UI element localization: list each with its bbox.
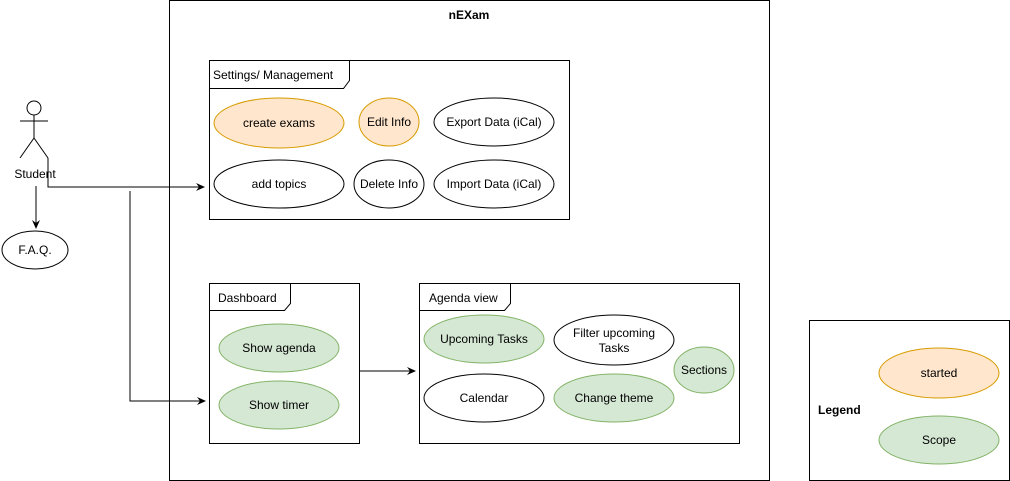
- export-data-usecase[interactable]: [433, 97, 555, 147]
- actor-icon[interactable]: [19, 100, 49, 159]
- change-theme-usecase[interactable]: [553, 373, 675, 423]
- import-data-usecase[interactable]: [433, 159, 555, 209]
- system-title: nEXam: [448, 7, 490, 22]
- show-timer-usecase[interactable]: [218, 380, 340, 430]
- actor-to-settings-arrow: [47, 158, 205, 191]
- settings-title: Settings/ Management: [213, 68, 334, 82]
- legend-title: Legend: [818, 403, 861, 417]
- faq-usecase[interactable]: [1, 230, 69, 270]
- legend-scope-label: Scope: [921, 432, 957, 447]
- create-exams-label: create exams: [242, 115, 316, 130]
- faq-label: F.A.Q.: [18, 242, 52, 257]
- legend-started-label: started: [920, 365, 958, 380]
- import-data-label: Import Data (iCal): [446, 176, 542, 191]
- add-topics-usecase[interactable]: [213, 159, 345, 209]
- show-timer-label: Show timer: [248, 397, 310, 412]
- export-data-label: Export Data (iCal): [446, 114, 542, 129]
- dashboard-title: Dashboard: [218, 291, 277, 305]
- delete-info-label: Delete Info: [359, 176, 419, 191]
- add-topics-label: add topics: [251, 176, 307, 191]
- filter-upcoming-usecase[interactable]: [553, 314, 675, 366]
- agenda-title: Agenda view: [429, 291, 498, 305]
- calendar-label: Calendar: [459, 390, 509, 405]
- change-theme-label: Change theme: [574, 390, 654, 405]
- upcoming-tasks-usecase[interactable]: [423, 314, 545, 364]
- show-agenda-usecase[interactable]: [218, 323, 340, 373]
- show-agenda-label: Show agenda: [242, 340, 316, 355]
- legend-started-swatch: [878, 347, 1000, 399]
- connectors: [32, 158, 416, 405]
- sections-label: Sections: [680, 362, 728, 377]
- actor-to-dashboard-arrow: [129, 191, 206, 405]
- actor-label: Student: [14, 166, 56, 181]
- delete-info-usecase[interactable]: [353, 159, 425, 209]
- calendar-usecase[interactable]: [423, 373, 545, 423]
- edit-info-label: Edit Info: [366, 114, 412, 129]
- legend-scope-swatch: [878, 415, 1000, 465]
- create-exams-usecase[interactable]: [213, 97, 345, 149]
- edit-info-usecase[interactable]: [358, 97, 420, 147]
- upcoming-tasks-label: Upcoming Tasks: [440, 331, 528, 346]
- filter-upcoming-label: Filter upcoming Tasks: [572, 325, 656, 355]
- sections-usecase[interactable]: [673, 346, 735, 394]
